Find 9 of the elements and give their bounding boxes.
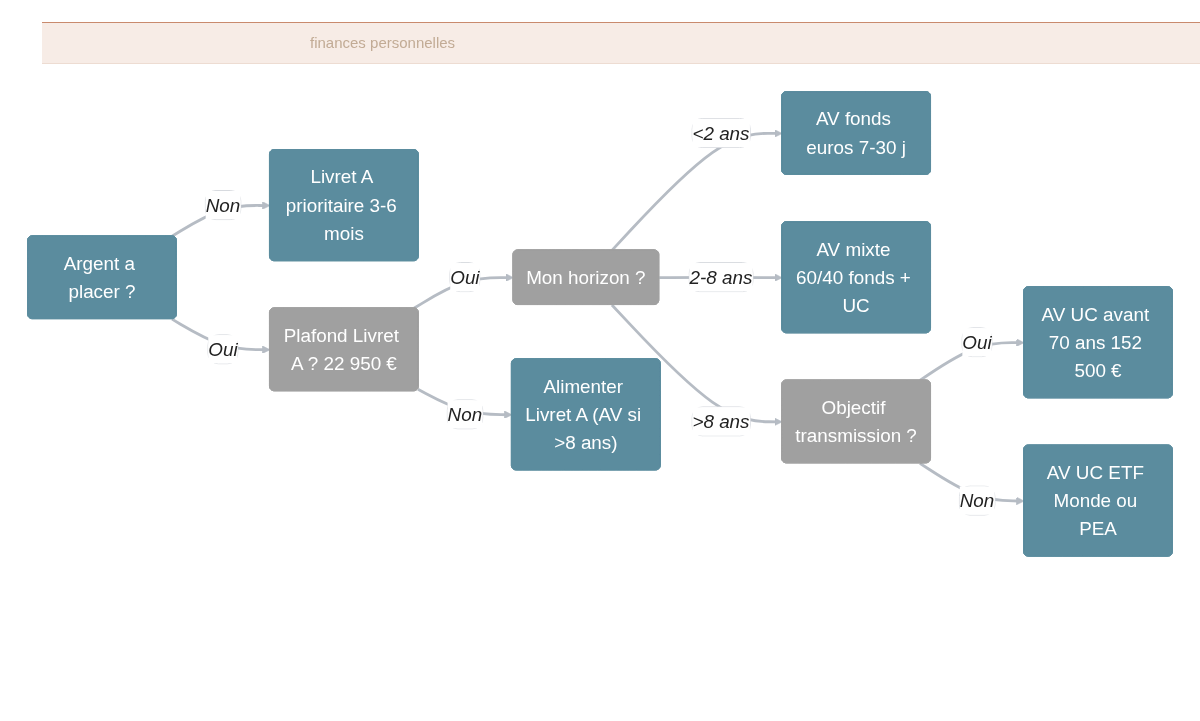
edge-label: Non xyxy=(205,194,241,216)
edge-label: Non xyxy=(959,490,995,511)
header-tagline: finances personnelles xyxy=(310,34,456,51)
edge-label: Oui xyxy=(962,331,992,353)
edge-label: Oui xyxy=(450,266,480,288)
edge-label: >8 ans xyxy=(692,411,750,432)
edge-label: Oui xyxy=(208,338,238,360)
edge-label: <2 ans xyxy=(692,122,750,144)
edge-label: Non xyxy=(447,403,483,425)
